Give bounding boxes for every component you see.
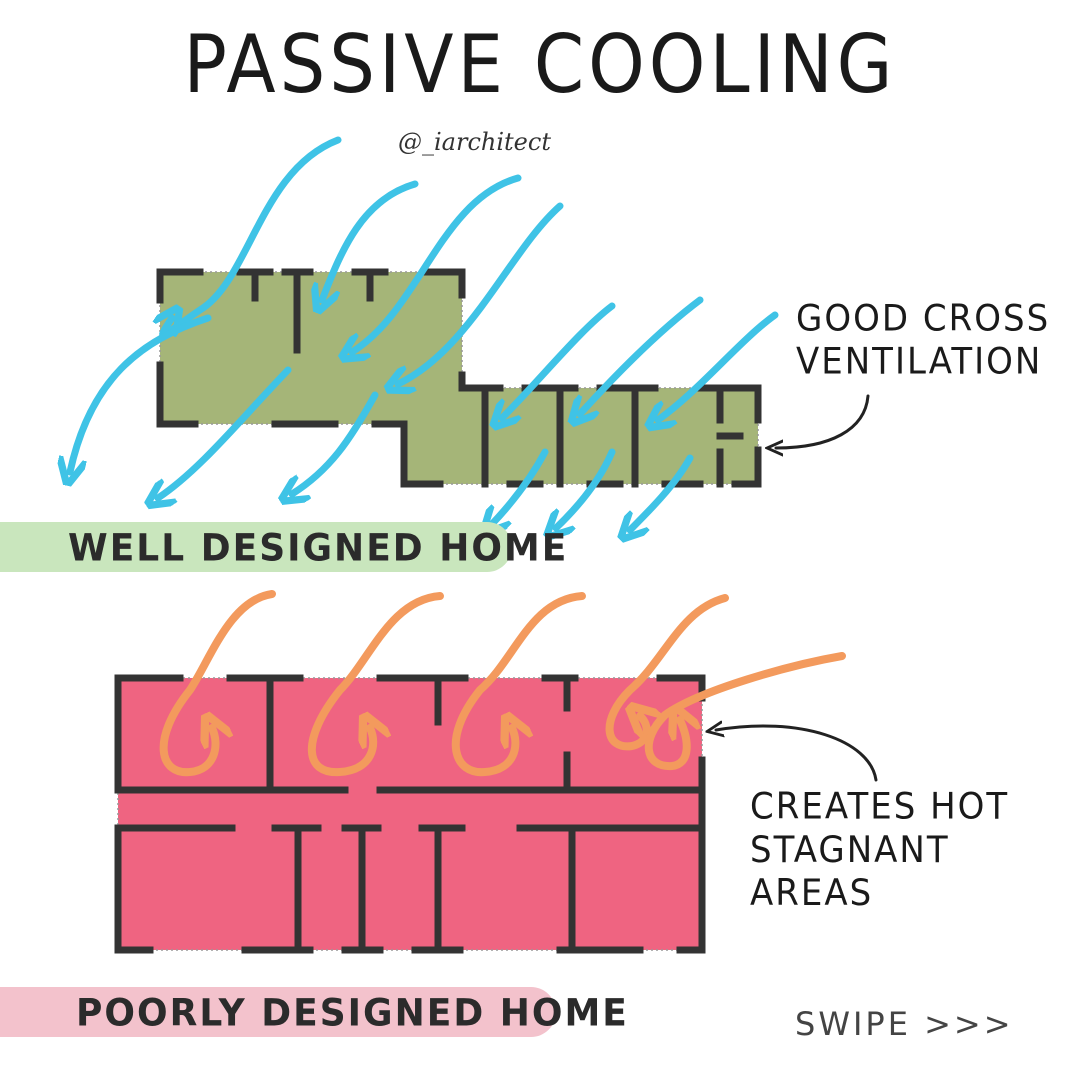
breeze-arrows	[70, 136, 779, 530]
hot-air-arrow	[451, 592, 586, 777]
swipe-hint[interactable]: SWIPE >>>	[795, 1005, 1014, 1043]
breeze-arrow	[292, 391, 379, 494]
good-ventilation-line2: VENTILATION	[796, 340, 1043, 384]
breeze-arrow	[158, 366, 292, 498]
breeze-arrow	[630, 454, 694, 530]
poor-walls	[114, 674, 706, 954]
breeze-arrow	[492, 448, 549, 524]
author-credit: @_iarchitect	[398, 128, 551, 156]
breeze-arrow	[502, 302, 616, 418]
breeze-arrow	[70, 314, 212, 472]
breeze-arrow	[398, 202, 564, 384]
good-ventilation-line1: GOOD CROSS	[796, 296, 1051, 340]
good-ventilation-pointer	[776, 394, 870, 448]
well-designed-plan	[156, 268, 762, 488]
hot-air-arrow	[159, 590, 276, 777]
breeze-arrow	[556, 448, 616, 528]
page-title: PASSIVE COOLING	[183, 16, 897, 112]
hot-air-arrow	[644, 652, 846, 771]
hot-air-arrow	[307, 592, 444, 777]
well-walls	[156, 268, 762, 488]
breeze-arrow	[580, 296, 704, 414]
hot-stagnant-line1: CREATES HOT	[750, 785, 1010, 829]
poorly-designed-label: POORLY DESIGNED HOME	[76, 991, 629, 1036]
good-ventilation-label: GOOD CROSS VENTILATION	[796, 297, 1050, 383]
breeze-arrow	[352, 174, 522, 352]
hot-stagnant-line2: STAGNANT AREAS	[750, 828, 950, 915]
hot-areas-pointer	[716, 726, 878, 782]
well-designed-banner: WELL DESIGNED HOME	[0, 522, 566, 572]
well-designed-label: WELL DESIGNED HOME	[68, 526, 569, 571]
breeze-arrow	[322, 180, 419, 300]
hot-air-arrows	[159, 590, 846, 777]
breeze-arrow	[658, 311, 779, 420]
poorly-designed-banner: POORLY DESIGNED HOME	[0, 987, 627, 1037]
hot-stagnant-label: CREATES HOT STAGNANT AREAS	[750, 785, 1080, 915]
hot-air-arrow	[605, 594, 729, 751]
